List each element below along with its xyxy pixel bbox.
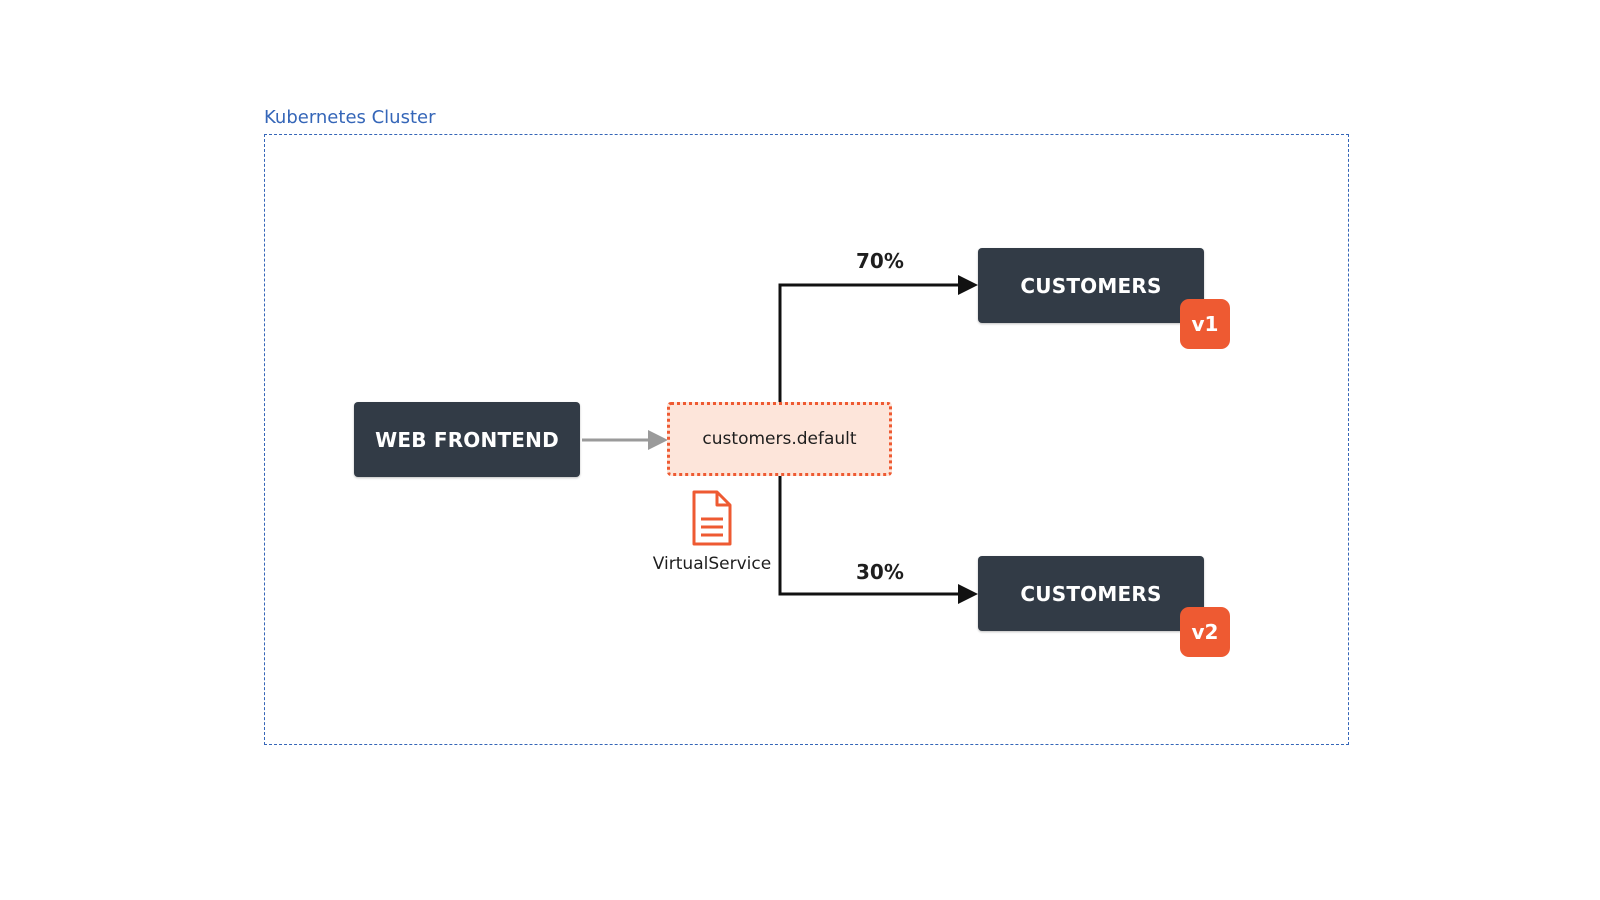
kubernetes-cluster-boundary — [264, 134, 1349, 745]
customers-v2-node: CUSTOMERS — [978, 556, 1204, 631]
version-badge-v1: v1 — [1180, 299, 1230, 349]
route-v1-weight: 70% — [856, 249, 904, 273]
virtual-service-host-box: customers.default — [667, 402, 892, 476]
web-frontend-node: WEB FRONTEND — [354, 402, 580, 477]
route-v2-arrowhead — [958, 584, 978, 604]
version-badge-v2: v2 — [1180, 607, 1230, 657]
route-v1-arrowhead — [958, 275, 978, 295]
cluster-label: Kubernetes Cluster — [264, 107, 436, 128]
route-v1-line — [778, 283, 960, 402]
document-icon — [692, 490, 732, 546]
virtual-service-caption: VirtualService — [652, 554, 772, 574]
route-v2-line — [778, 476, 960, 596]
customers-v1-node: CUSTOMERS — [978, 248, 1204, 323]
route-v2-weight: 30% — [856, 560, 904, 584]
frontend-to-vs-arrowhead — [648, 430, 668, 450]
